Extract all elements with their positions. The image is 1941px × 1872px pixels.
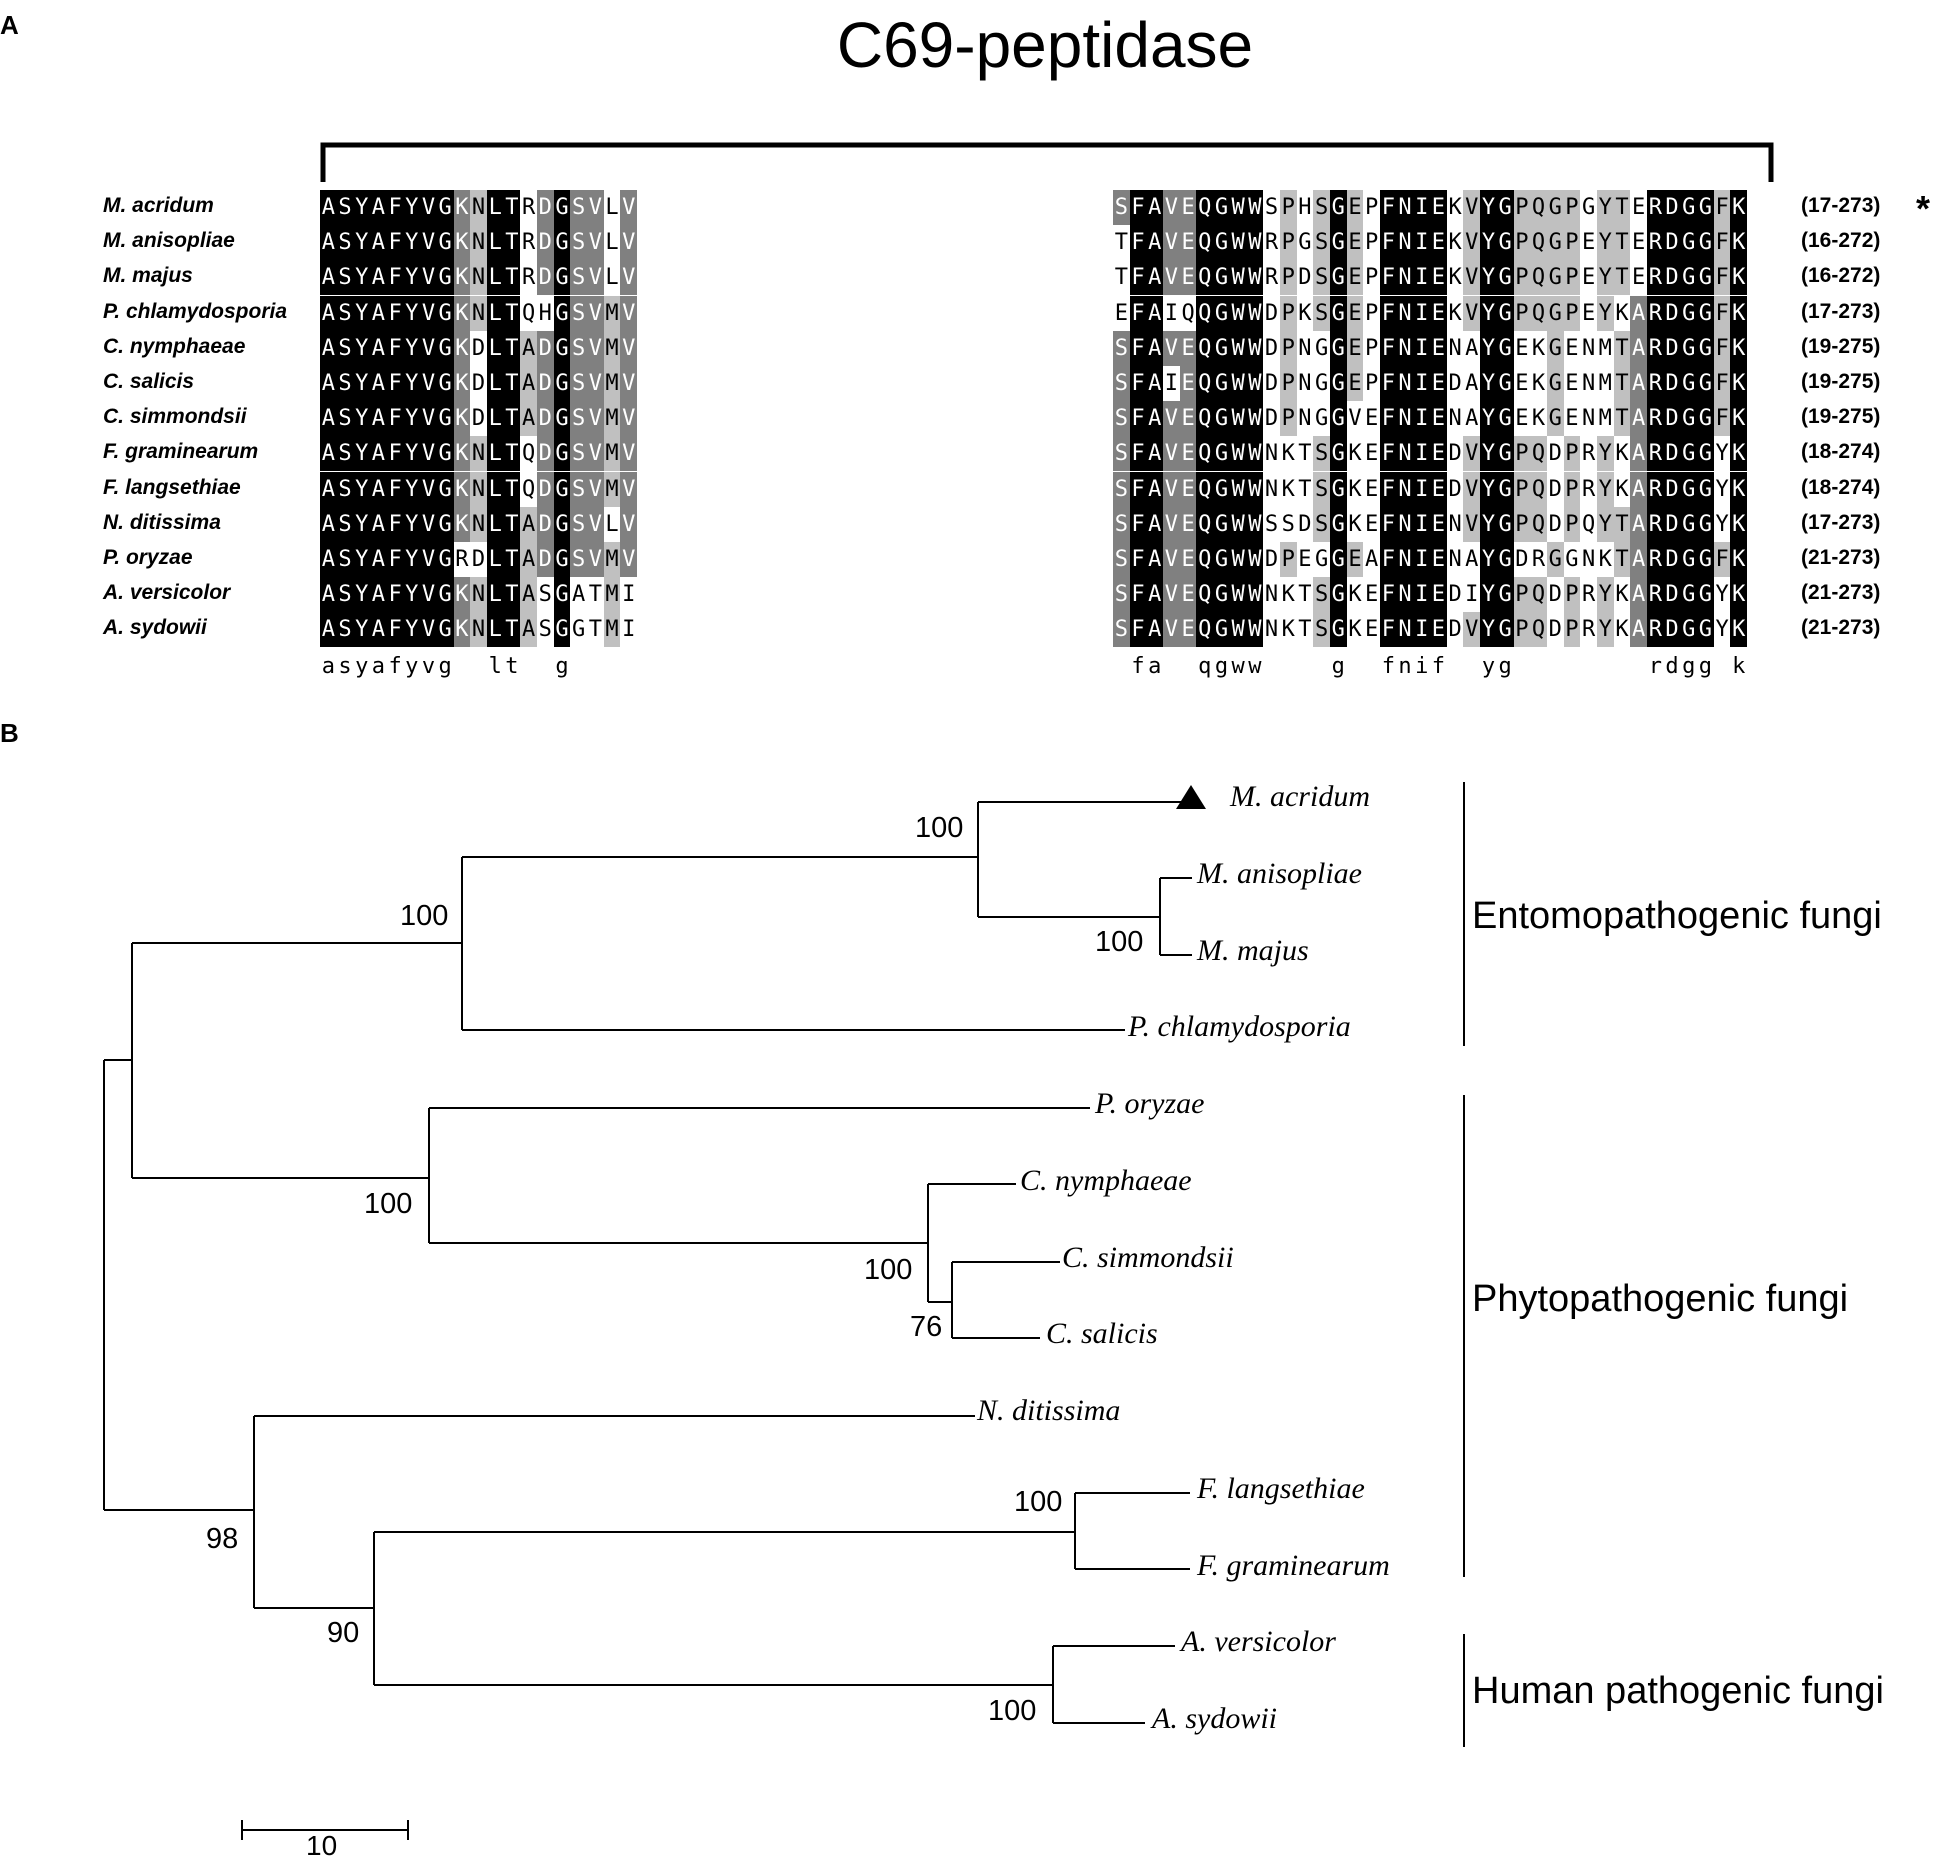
bootstrap-label: 100 xyxy=(988,1695,1037,1727)
scale-bar-line xyxy=(241,1820,409,1840)
tip-a-sydowii: A. sydowii xyxy=(1152,1702,1277,1735)
bootstrap-label: 100 xyxy=(915,812,964,844)
alignment-species-label: C. nymphaeae xyxy=(103,334,246,358)
alignment-range-label: (16-272) xyxy=(1801,264,1881,288)
tip-c-salicis: C. salicis xyxy=(1046,1317,1158,1350)
alignment-species-label: C. simmondsii xyxy=(103,405,247,429)
alignment-range-label: (19-275) xyxy=(1801,370,1881,393)
tip-m-majus: M. majus xyxy=(1197,934,1309,967)
alignment-range-label: (18-274) xyxy=(1801,475,1881,499)
bootstrap-label: 100 xyxy=(400,900,449,932)
alignment-range-label: (19-275) xyxy=(1801,334,1881,358)
reference-star: * xyxy=(1916,188,1931,229)
alignment-species-label: A. sydowii xyxy=(103,616,207,640)
tip-f-graminearum: F. graminearum xyxy=(1197,1549,1390,1582)
tip-m-acridum: M. acridum xyxy=(1230,780,1370,813)
alignment-species-label: M. majus xyxy=(103,264,193,288)
tip-c-nymphaeae: C. nymphaeae xyxy=(1020,1164,1192,1197)
bootstrap-label: 90 xyxy=(327,1617,360,1649)
alignment-species-label: M. acridum xyxy=(103,194,214,217)
tip-n-ditissima: N. ditissima xyxy=(977,1394,1121,1427)
panel-a-letter: A xyxy=(0,10,19,40)
alignment-range-label: (17-273) xyxy=(1801,194,1881,217)
triangle-marker-icon xyxy=(1176,785,1206,809)
tip-p-oryzae: P. oryzae xyxy=(1095,1087,1205,1120)
alignment-species-label: P. oryzae xyxy=(103,546,193,569)
bootstrap-label: 76 xyxy=(910,1311,943,1343)
panel-b-letter: B xyxy=(0,718,19,748)
tip-a-versicolor: A. versicolor xyxy=(1181,1625,1336,1658)
alignment-species-label: C. salicis xyxy=(103,370,195,393)
domain-bracket xyxy=(320,142,1774,182)
alignment-species-label: A. versicolor xyxy=(103,581,231,605)
alignment-range-label: (21-273) xyxy=(1801,546,1881,569)
group-label-entomopathogenic: Entomopathogenic fungi xyxy=(1472,895,1882,937)
alignment-species-label: P. chlamydosporia xyxy=(103,299,288,323)
tip-f-langsethiae: F. langsethiae xyxy=(1197,1472,1365,1505)
alignment-range-label: (17-273) xyxy=(1801,299,1881,323)
alignment-range-label: (18-274) xyxy=(1801,440,1881,464)
bootstrap-label: 100 xyxy=(864,1254,913,1286)
alignment-species-label: F. graminearum xyxy=(103,440,259,464)
figure-title: C69-peptidase xyxy=(836,9,1254,81)
tip-m-anisopliae: M. anisopliae xyxy=(1197,857,1362,890)
alignment-species-label: M. anisopliae xyxy=(103,229,235,253)
scale-bar-label: 10 xyxy=(306,1830,338,1861)
tip-p-chlamydosporia: P. chlamydosporia xyxy=(1128,1010,1351,1043)
alignment-range-label: (21-273) xyxy=(1801,616,1881,640)
bootstrap-label: 100 xyxy=(364,1188,413,1220)
alignment-species-label: F. langsethiae xyxy=(103,475,241,499)
alignment-range-label: (21-273) xyxy=(1801,581,1881,605)
alignment-range-label: (19-275) xyxy=(1801,405,1881,429)
alignment-range-label: (17-273) xyxy=(1801,510,1881,534)
group-label-human-pathogenic: Human pathogenic fungi xyxy=(1472,1670,1884,1712)
alignment-species-label: N. ditissima xyxy=(103,510,221,534)
group-label-phytopathogenic: Phytopathogenic fungi xyxy=(1472,1278,1849,1320)
bootstrap-label: 98 xyxy=(206,1523,239,1555)
alignment-range-label: (16-272) xyxy=(1801,229,1881,253)
bootstrap-label: 100 xyxy=(1014,1486,1063,1518)
tip-c-simmondsii: C. simmondsii xyxy=(1062,1241,1234,1274)
bootstrap-label: 100 xyxy=(1095,926,1144,958)
tree-branches xyxy=(103,782,1465,1840)
